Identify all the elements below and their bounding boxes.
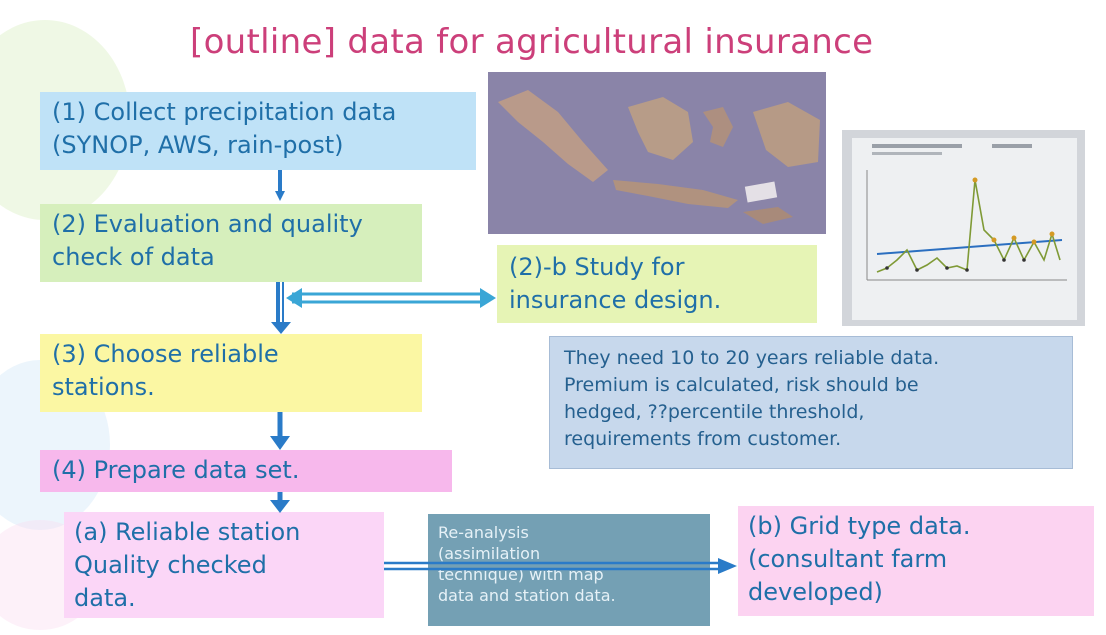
arrow-choose-to-prepare-head [270, 436, 290, 450]
map-image [488, 72, 826, 234]
step-choose-stations: (3) Choose reliable stations. [40, 334, 422, 412]
step-grid-type-data: (b) Grid type data. (consultant farm dev… [738, 506, 1094, 616]
chart-image [842, 130, 1085, 326]
step-study-line-2: insurance design. [509, 286, 722, 314]
step-reliable-line-1: (a) Reliable station [74, 518, 301, 546]
step-prepare-line-1: (4) Prepare data set. [52, 456, 300, 484]
requirements-line-1: They need 10 to 20 years reliable data. [564, 347, 940, 369]
requirements-line-2: Premium is calculated, risk should be [564, 374, 919, 396]
slide-title: [outline] data for agricultural insuranc… [190, 22, 874, 62]
step-reliable-line-3: data. [74, 584, 136, 612]
step-collect-data: (1) Collect precipitation data (SYNOP, A… [40, 92, 476, 170]
step-grid-line-3: developed) [748, 578, 883, 606]
step-reliable-station-data: (a) Reliable station Quality checked dat… [64, 512, 384, 618]
arrow-evaluate-to-choose-head [271, 322, 291, 334]
arrow-study-head-left [286, 288, 302, 308]
arrow-study-head-right [480, 288, 496, 308]
step-choose-line-1: (3) Choose reliable [52, 340, 279, 368]
step-reliable-line-2: Quality checked [74, 551, 267, 579]
reanalysis-line-4: data and station data. [438, 586, 616, 605]
rainfall-chart-photo [842, 130, 1085, 326]
step-evaluation-line-2: check of data [52, 243, 215, 271]
step-study-insurance-design: (2)-b Study for insurance design. [497, 245, 817, 323]
step-prepare-data-set: (4) Prepare data set. [40, 450, 452, 492]
step-evaluation-line-1: (2) Evaluation and quality [52, 210, 363, 238]
requirements-note: They need 10 to 20 years reliable data. … [549, 336, 1073, 469]
step-collect-line-1: (1) Collect precipitation data [52, 98, 397, 126]
arrow-reliable-to-grid-head [718, 558, 737, 574]
step-grid-line-1: (b) Grid type data. [748, 512, 971, 540]
requirements-line-4: requirements from customer. [564, 428, 842, 450]
step-grid-line-2: (consultant farm [748, 545, 948, 573]
step-collect-line-2: (SYNOP, AWS, rain-post) [52, 131, 344, 159]
reanalysis-line-1: Re-analysis [438, 523, 529, 542]
step-evaluation: (2) Evaluation and quality check of data [40, 204, 422, 282]
step-choose-line-2: stations. [52, 373, 155, 401]
arrow-prepare-to-reliable-head [270, 500, 290, 513]
step-study-line-1: (2)-b Study for [509, 253, 685, 281]
requirements-line-3: hedged, ??percentile threshold, [564, 401, 865, 423]
reanalysis-line-2: (assimilation [438, 544, 541, 563]
indonesia-map-photo [488, 72, 826, 234]
